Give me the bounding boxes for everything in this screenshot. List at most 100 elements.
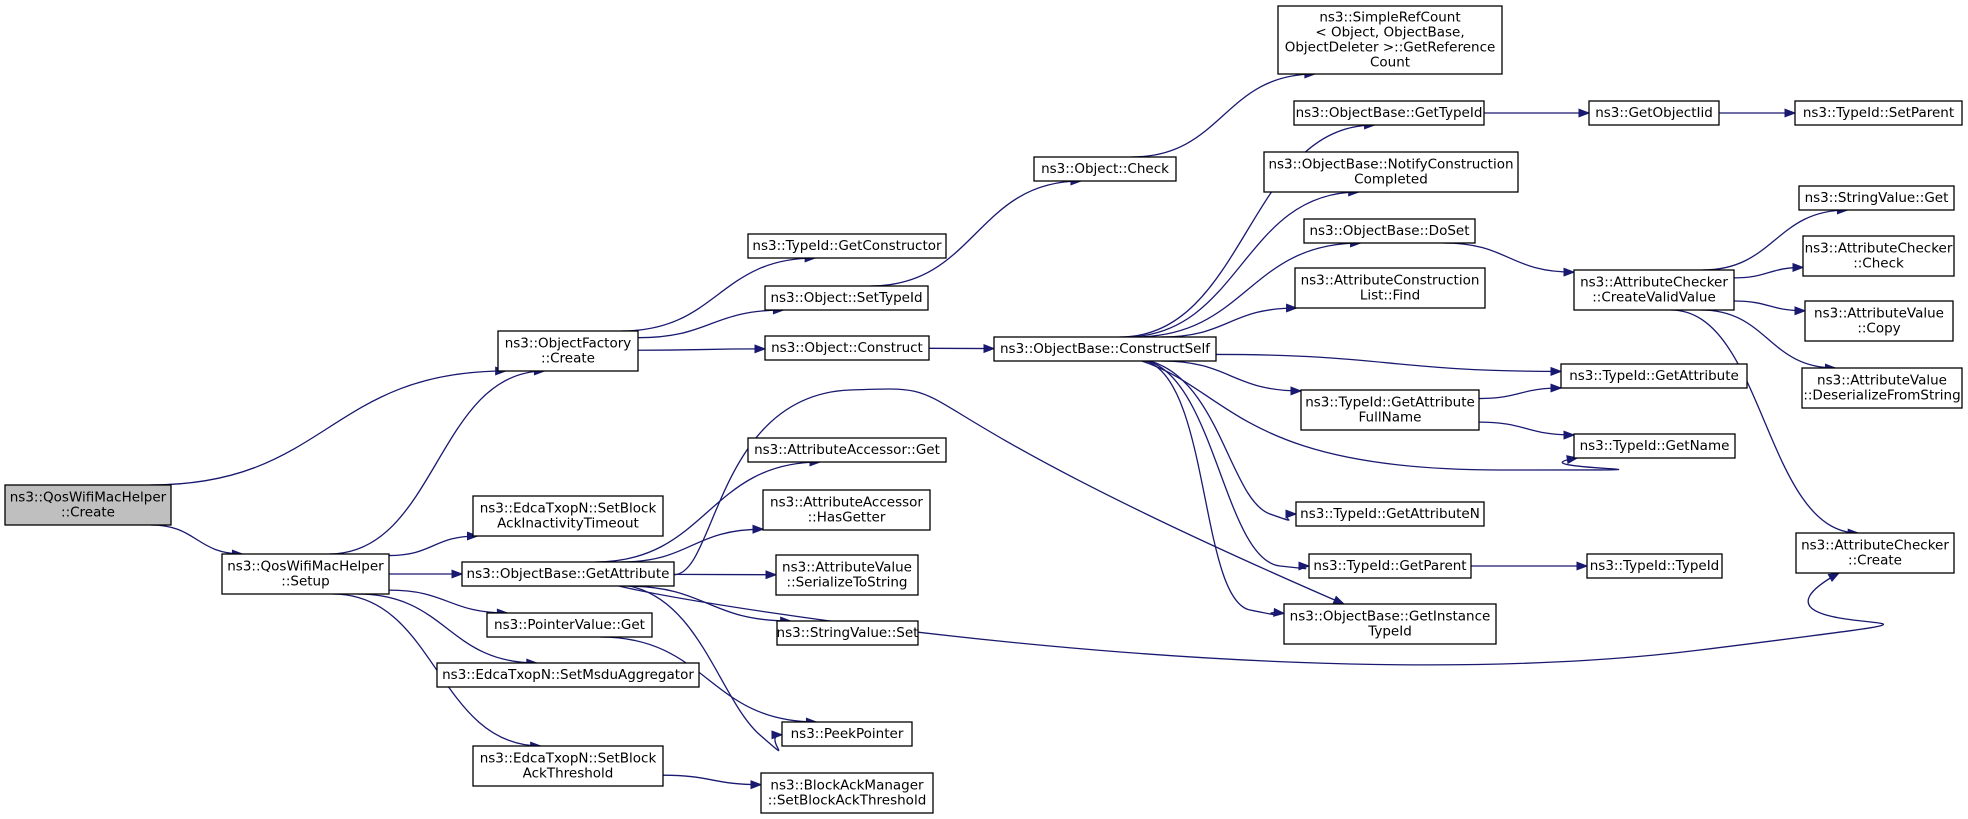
node-label-line: ::Check [1853,256,1904,272]
node-ac-create[interactable]: ns3::AttributeChecker::Create [1795,532,1955,574]
node-sv-set[interactable]: ns3::StringValue::Set [776,620,919,646]
nodes-layer: ns3::QosWifiMacHelper::Createns3::Object… [4,5,1963,814]
edge-ob_constructself-to-ob_notify [1124,187,1361,338]
arrowhead-icon [1563,267,1576,277]
edge-obj_construct-to-ob_constructself [928,344,996,354]
node-ptr-get[interactable]: ns3::PointerValue::Get [486,612,653,638]
node-label-line: ns3::EdcaTxopN::SetMsduAggregator [442,667,694,683]
node-peekpointer[interactable]: ns3::PeekPointer [781,721,913,747]
node-av-copy[interactable]: ns3::AttributeValue::Copy [1804,300,1954,342]
node-tid-setparent[interactable]: ns3::TypeId::SetParent [1794,100,1963,126]
node-box [1804,300,1954,342]
node-obj-check[interactable]: ns3::Object::Check [1033,156,1177,182]
node-label-line: ns3::TypeId::GetConstructor [752,238,942,254]
node-label-line: ns3::TypeId::GetAttributeN [1300,506,1480,522]
node-ac-createvalid[interactable]: ns3::AttributeChecker::CreateValidValue [1573,269,1735,311]
node-ob-gettypeid[interactable]: ns3::ObjectBase::GetTypeId [1293,100,1485,126]
arrowhead-icon [1273,607,1286,617]
node-tid-typeid[interactable]: ns3::TypeId::TypeId [1586,553,1723,579]
edge-ob_constructself-to-tid_getattribute [1215,353,1563,376]
node-sv-get[interactable]: ns3::StringValue::Get [1798,185,1955,211]
node-label-line: ObjectDeleter >::GetReference [1285,40,1496,56]
node-aa-get[interactable]: ns3::AttributeAccessor::Get [747,437,947,463]
arrowhead-icon [1298,561,1311,571]
node-label-line: ns3::ObjectBase::GetInstance [1290,609,1491,625]
node-of-create[interactable]: ns3::ObjectFactory::Create [497,330,639,372]
node-obj-settypeid[interactable]: ns3::Object::SetTypeId [764,285,929,311]
edge-line [151,524,243,555]
arrowhead-icon [765,570,778,580]
node-bam-setbat[interactable]: ns3::BlockAckManager::SetBlockAckThresho… [760,772,934,814]
node-box [1794,100,1963,126]
node-label-line: AckThreshold [523,766,614,782]
node-box [1283,603,1497,645]
node-av-deserialize[interactable]: ns3::AttributeValue::DeserializeFromStri… [1801,367,1963,409]
edge-line [662,774,762,786]
edge-qos_create-to-qos_setup [151,524,244,559]
arrowhead-icon [771,730,784,740]
edge-ob_constructself-to-ob_getinstance [1145,360,1286,617]
node-tid-getctor[interactable]: ns3::TypeId::GetConstructor [747,233,947,259]
arrowhead-icon [983,344,996,354]
node-edca-setmsdu[interactable]: ns3::EdcaTxopN::SetMsduAggregator [436,662,700,688]
node-box [1293,100,1485,126]
node-label-line: FullName [1359,410,1422,426]
edge-line [1443,242,1575,273]
node-label-line: ns3::TypeId::GetAttribute [1569,368,1739,384]
node-obj-construct[interactable]: ns3::Object::Construct [764,335,930,361]
node-edca-setbai[interactable]: ns3::EdcaTxopN::SetBlockAckInactivityTim… [472,495,664,537]
node-ac-check[interactable]: ns3::AttributeChecker::Check [1802,235,1955,277]
node-tid-getname[interactable]: ns3::TypeId::GetName [1573,433,1736,459]
node-box [1300,389,1480,431]
node-tid-getattribute[interactable]: ns3::TypeId::GetAttribute [1560,363,1748,389]
node-label-line: ns3::QosWifiMacHelper [10,490,167,506]
node-box [486,612,653,638]
arrowhead-icon [752,524,765,534]
node-box [1303,218,1476,244]
node-label-line: ::HasGetter [808,510,886,526]
node-label-line: ns3::Object::SetTypeId [770,290,922,306]
edge-line [357,593,537,664]
node-label-line: ns3::StringValue::Set [777,625,919,641]
edge-line [1133,242,1361,338]
node-label-line: ns3::TypeId::SetParent [1803,105,1954,121]
edge-line [594,461,821,563]
edge-getobjectiid-to-tid_setparent [1719,108,1797,118]
edge-line [1478,387,1562,400]
node-av-serialize[interactable]: ns3::AttributeValue::SerializeToString [775,554,919,596]
node-tid-getparent[interactable]: ns3::TypeId::GetParent [1308,553,1472,579]
edge-ac_createvalid-to-ac_check [1733,262,1805,279]
edge-line [1145,360,1285,616]
edge-edca_setbat-to-bam_setbat [662,774,763,790]
node-label-line: ns3::EdcaTxopN::SetBlock [480,501,657,517]
node-qos-setup[interactable]: ns3::QosWifiMacHelper::Setup [221,553,390,595]
arrowhead-icon [1550,366,1563,376]
arrowhead-icon [1794,306,1807,316]
edge-ob_constructself-to-acl_find [1161,303,1298,338]
node-box [775,554,919,596]
node-label-line: ns3::TypeId::GetName [1580,438,1730,454]
node-box [1586,553,1723,579]
node-ob-getattr[interactable]: ns3::ObjectBase::GetAttribute [461,561,675,587]
edge-line [620,528,764,563]
node-ob-notify[interactable]: ns3::ObjectBase::NotifyConstructionCompl… [1263,151,1519,193]
edge-line [600,636,817,723]
node-label-line: ns3::TypeId::GetAttribute [1305,395,1475,411]
node-tid-getattrn[interactable]: ns3::TypeId::GetAttributeN [1295,501,1485,527]
edge-line [1700,309,1836,369]
node-edca-setbat[interactable]: ns3::EdcaTxopN::SetBlockAckThreshold [472,745,664,787]
node-src-getrefcount[interactable]: ns3::SimpleRefCount< Object, ObjectBase,… [1277,5,1503,75]
node-ob-constructself[interactable]: ns3::ObjectBase::ConstructSelf [993,336,1217,362]
arrowhead-icon [1550,383,1563,393]
node-box [1263,151,1519,193]
node-ob-doset[interactable]: ns3::ObjectBase::DoSet [1303,218,1476,244]
node-qos-create[interactable]: ns3::QosWifiMacHelper::Create [4,484,172,526]
node-aa-hasgetter[interactable]: ns3::AttributeAccessor::HasGetter [762,489,931,531]
node-getobjectiid[interactable]: ns3::GetObjectIid [1588,100,1720,126]
node-label-line: ns3::Object::Check [1041,161,1169,177]
node-box [1560,363,1748,389]
